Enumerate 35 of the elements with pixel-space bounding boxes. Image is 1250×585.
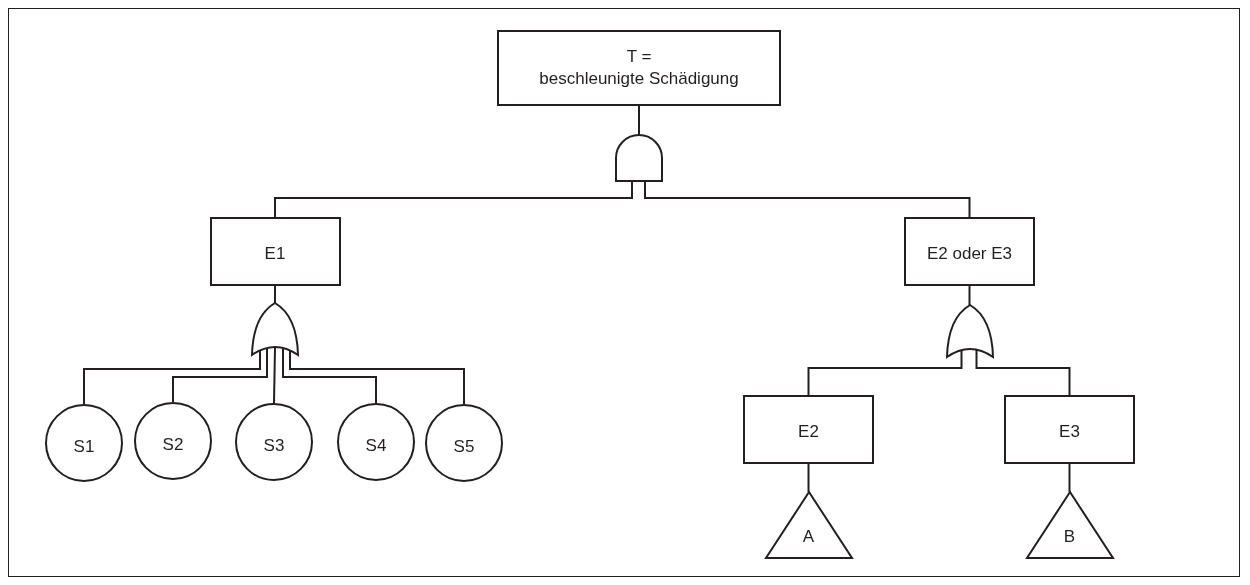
event-box	[904, 217, 1035, 286]
event-label: E1	[264, 243, 286, 266]
top-event-box	[497, 30, 781, 106]
connector-line	[975, 349, 1071, 396]
connector-line	[273, 347, 276, 404]
event-label: S4	[365, 434, 387, 457]
event-label: E2 oder E3	[926, 243, 1013, 266]
event-label: S5	[453, 435, 475, 458]
connector-line	[807, 463, 810, 493]
connector-line	[644, 180, 971, 218]
event-box	[209, 217, 341, 286]
event-label: beschleunigte Schädigung	[539, 68, 739, 90]
event-label: S3	[263, 434, 285, 457]
event-label: E2	[798, 421, 819, 444]
or-gate	[946, 305, 993, 357]
event-label: T =	[626, 45, 652, 68]
or-gate	[252, 303, 298, 355]
event-label: S2	[162, 433, 184, 456]
transfer-triangle	[765, 492, 852, 558]
connector-line	[172, 347, 268, 403]
event-label: E3	[1059, 421, 1080, 444]
event-box	[1004, 395, 1135, 464]
transfer-triangle	[1026, 492, 1113, 558]
event-label: S1	[73, 435, 95, 458]
connector-line	[807, 349, 963, 396]
connector-line	[638, 105, 640, 136]
event-label: B	[1063, 525, 1076, 548]
and-gate	[616, 135, 662, 181]
connector-line	[274, 285, 276, 304]
connector-line	[1068, 463, 1071, 493]
event-label: A	[802, 525, 815, 548]
connector-line	[968, 285, 971, 306]
event-box	[743, 395, 874, 464]
connector-line	[274, 180, 633, 218]
connector-line	[282, 347, 377, 404]
